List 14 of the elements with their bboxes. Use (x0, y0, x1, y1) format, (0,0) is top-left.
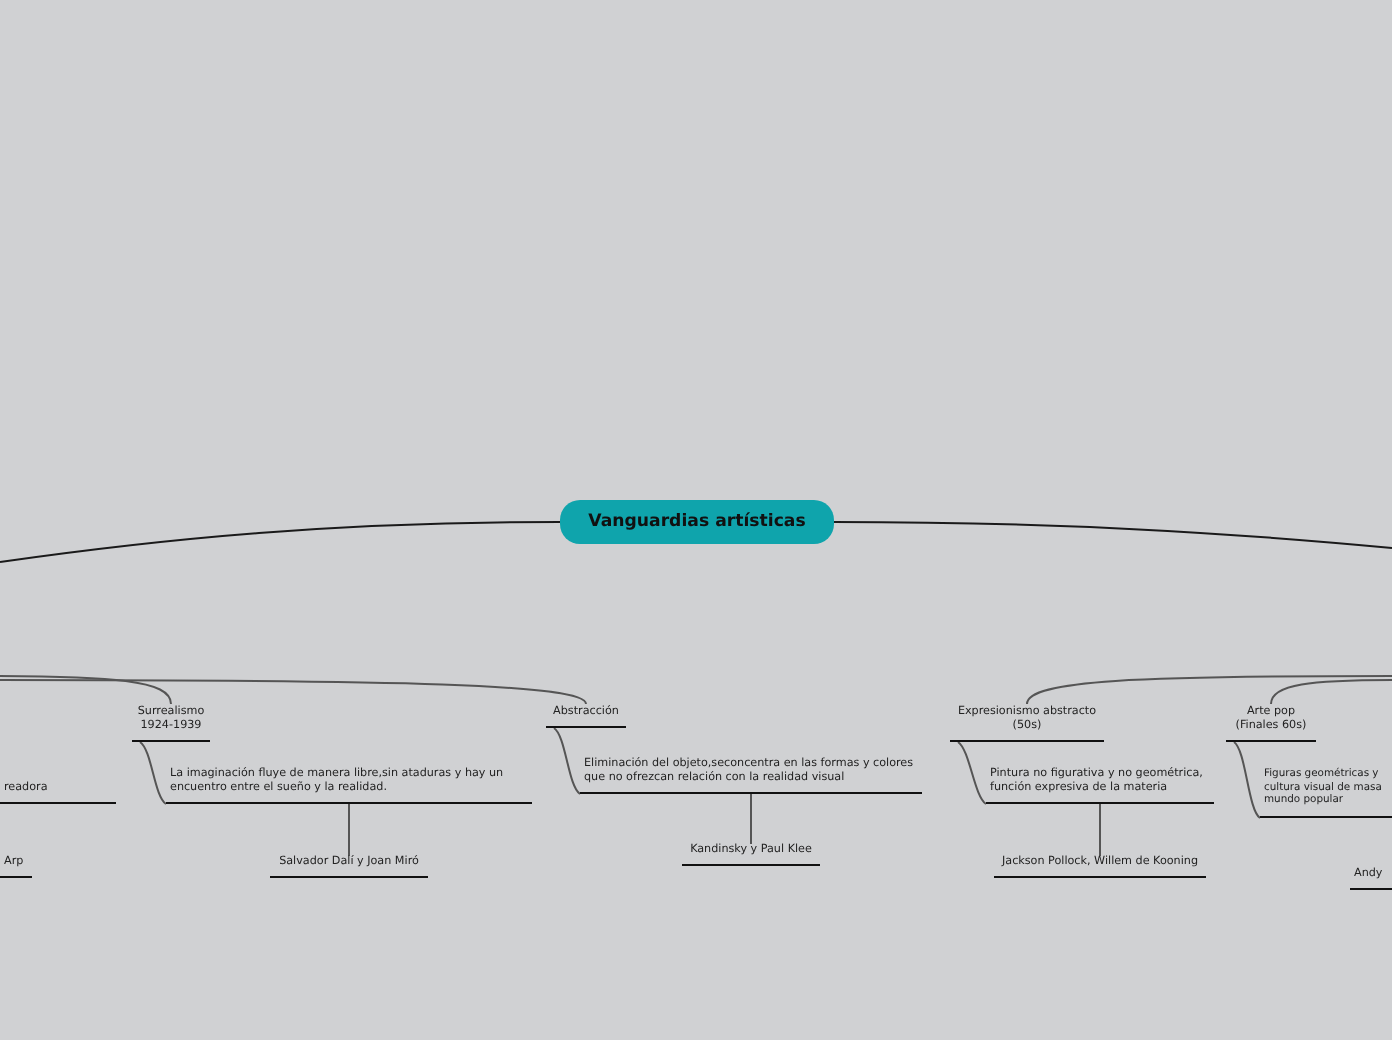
connector-line (957, 741, 987, 805)
topic-pill: Vanguardias artísticas (560, 500, 834, 544)
connector-line (553, 727, 581, 795)
connector-line (1099, 803, 1101, 857)
connector-line (348, 803, 350, 857)
connector-line (0, 679, 587, 705)
connector-line (750, 793, 752, 845)
connector-line (139, 741, 167, 805)
connector-line (833, 521, 1392, 549)
connector-line (1233, 741, 1261, 819)
connector-line (1270, 679, 1392, 705)
connector-line (0, 521, 561, 563)
connector-line (1026, 675, 1392, 705)
connector-line (0, 675, 172, 705)
